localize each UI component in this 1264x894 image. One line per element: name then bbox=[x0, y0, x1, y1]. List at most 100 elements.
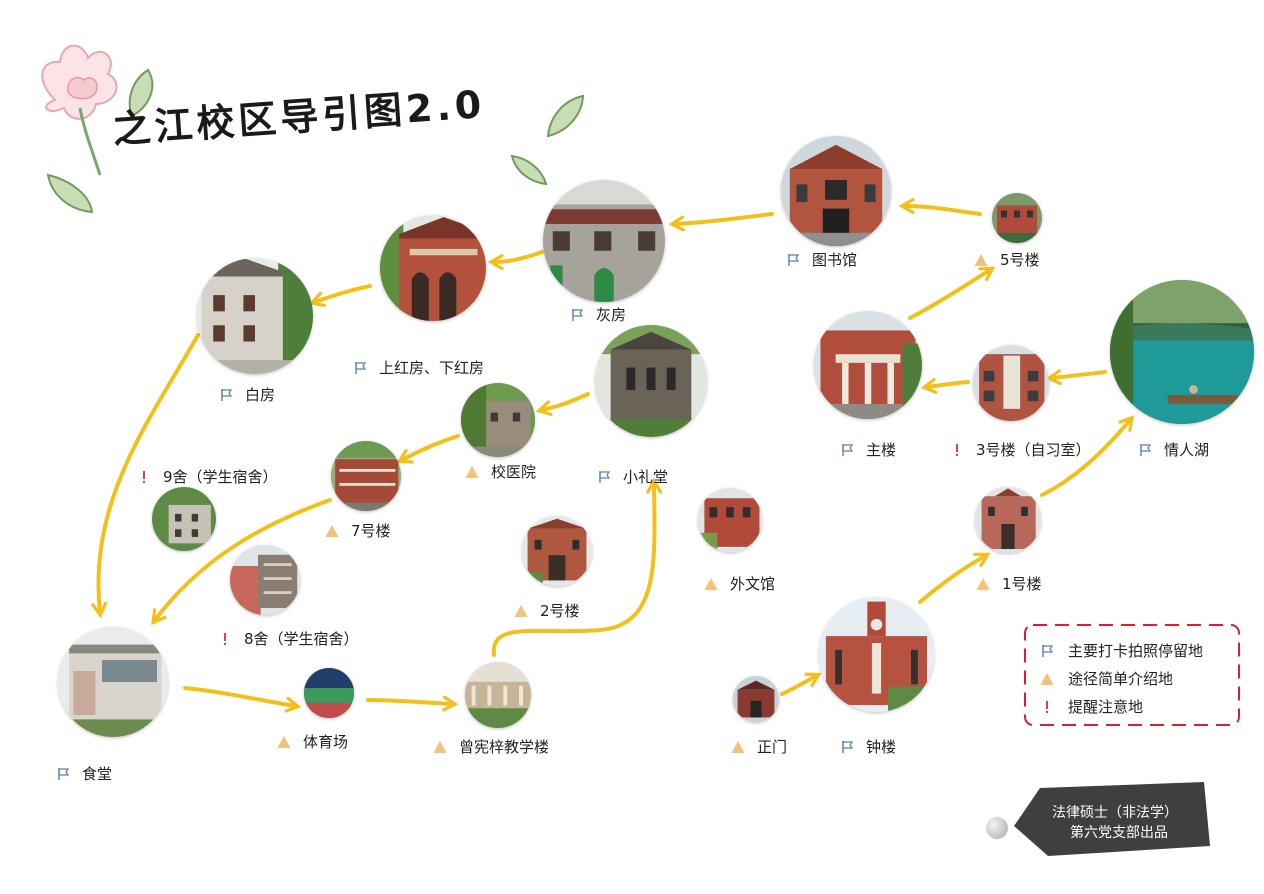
arrow bbox=[898, 198, 982, 216]
photo-clinic bbox=[461, 383, 535, 457]
legend-border bbox=[1024, 624, 1240, 726]
flag-icon bbox=[570, 308, 584, 322]
flag-icon bbox=[1138, 443, 1152, 457]
legend: 主要打卡拍照停留地 途径简单介绍地 提醒注意地 bbox=[1022, 622, 1242, 728]
flag-icon bbox=[786, 253, 800, 267]
photo-dorm9 bbox=[152, 487, 216, 551]
credit-line1: 法律硕士（非法学） bbox=[1052, 805, 1178, 821]
label-text: 食堂 bbox=[82, 765, 113, 783]
exclamation-icon bbox=[137, 470, 151, 484]
label-clinic: 校医院 bbox=[465, 461, 536, 482]
flag-icon bbox=[56, 767, 70, 781]
arrow bbox=[918, 552, 991, 604]
label-text: 钟楼 bbox=[866, 738, 897, 756]
photo-building3 bbox=[973, 345, 1049, 421]
label-clock-tower: 钟楼 bbox=[840, 736, 896, 757]
photo-main-building bbox=[814, 311, 922, 419]
label-text: 1号楼 bbox=[1002, 575, 1042, 593]
photo-clock-tower bbox=[819, 597, 934, 712]
label-main-building: 主楼 bbox=[840, 439, 896, 460]
triangle-icon bbox=[465, 465, 479, 479]
legend-exclaim-label: 提醒注意地 bbox=[1068, 698, 1144, 716]
flag-icon bbox=[840, 740, 854, 754]
label-stadium: 体育场 bbox=[277, 731, 348, 752]
photo-building5 bbox=[992, 193, 1042, 243]
arrow bbox=[1045, 369, 1107, 386]
arrow bbox=[308, 284, 372, 307]
label-auditorium: 小礼堂 bbox=[597, 466, 668, 487]
arrow bbox=[151, 498, 332, 626]
arrow bbox=[487, 250, 544, 270]
legend-flag-label: 主要打卡拍照停留地 bbox=[1068, 642, 1204, 660]
label-building3: 3号楼（自习室） bbox=[950, 439, 1091, 460]
legend-row-flag: 主要打卡拍照停留地 bbox=[1040, 640, 1203, 661]
flag-icon bbox=[840, 443, 854, 457]
flag-icon bbox=[353, 361, 367, 375]
legend-row-triangle: 途径简单介绍地 bbox=[1040, 668, 1173, 689]
arrow bbox=[535, 392, 590, 417]
arrow bbox=[1040, 415, 1135, 497]
exclamation-icon bbox=[218, 632, 232, 646]
triangle-icon bbox=[974, 253, 988, 267]
arrow bbox=[366, 695, 459, 712]
label-text: 校医院 bbox=[491, 463, 537, 481]
label-dorm9: 9舍（学生宿舍） bbox=[137, 466, 278, 487]
label-red-houses: 上红房、下红房 bbox=[353, 357, 484, 378]
tag-shape-icon bbox=[1014, 782, 1210, 856]
label-grey-house: 灰房 bbox=[570, 304, 626, 325]
label-text: 白房 bbox=[245, 386, 276, 404]
triangle-icon bbox=[277, 735, 291, 749]
flower-icon bbox=[41, 44, 118, 176]
label-text: 体育场 bbox=[303, 733, 349, 751]
triangle-icon bbox=[731, 740, 745, 754]
photo-canteen bbox=[58, 627, 168, 737]
label-text: 9舍（学生宿舍） bbox=[163, 468, 278, 486]
label-text: 情人湖 bbox=[1164, 441, 1210, 459]
leaf-icon bbox=[46, 173, 94, 214]
flag-icon bbox=[597, 470, 611, 484]
exclamation-icon bbox=[1040, 700, 1054, 714]
arrow bbox=[396, 434, 460, 464]
label-building7: 7号楼 bbox=[325, 520, 391, 541]
arrow bbox=[491, 477, 663, 657]
arrow bbox=[908, 266, 996, 320]
label-text: 小礼堂 bbox=[623, 468, 669, 486]
label-text: 主楼 bbox=[866, 441, 897, 459]
arrow bbox=[668, 212, 774, 232]
label-text: 外文馆 bbox=[730, 575, 776, 593]
arrow bbox=[920, 377, 970, 394]
label-lovers-lake: 情人湖 bbox=[1138, 439, 1209, 460]
label-text: 3号楼（自习室） bbox=[976, 441, 1091, 459]
arrow bbox=[91, 333, 200, 619]
photo-foreign-lang bbox=[698, 488, 762, 552]
exclamation-icon bbox=[950, 443, 964, 457]
label-text: 灰房 bbox=[596, 306, 627, 324]
photo-zengxianzi bbox=[465, 662, 531, 728]
label-building2: 2号楼 bbox=[514, 600, 580, 621]
photo-building2 bbox=[522, 516, 592, 586]
label-main-gate: 正门 bbox=[731, 736, 787, 757]
tag-hole-icon bbox=[986, 817, 1008, 839]
label-text: 曾宪梓教学楼 bbox=[459, 738, 550, 756]
triangle-icon bbox=[1040, 672, 1054, 686]
label-zengxianzi: 曾宪梓教学楼 bbox=[433, 736, 549, 757]
photo-white-house bbox=[197, 258, 313, 374]
label-text: 8舍（学生宿舍） bbox=[244, 630, 359, 648]
photo-building7 bbox=[331, 441, 401, 511]
photo-auditorium bbox=[595, 325, 707, 437]
triangle-icon bbox=[976, 577, 990, 591]
credit-tag: 法律硕士（非法学） 第六党支部出品 bbox=[1012, 780, 1212, 858]
label-white-house: 白房 bbox=[219, 384, 275, 405]
label-canteen: 食堂 bbox=[56, 763, 112, 784]
legend-row-exclaim: 提醒注意地 bbox=[1040, 696, 1143, 717]
photo-building1 bbox=[975, 487, 1041, 553]
triangle-icon bbox=[325, 524, 339, 538]
label-text: 上红房、下红房 bbox=[379, 359, 485, 377]
label-text: 图书馆 bbox=[812, 251, 858, 269]
photo-red-houses bbox=[380, 215, 486, 321]
photo-grey-house bbox=[543, 180, 665, 302]
label-library: 图书馆 bbox=[786, 249, 857, 270]
leaf-icon bbox=[128, 68, 154, 118]
flag-icon bbox=[219, 388, 233, 402]
